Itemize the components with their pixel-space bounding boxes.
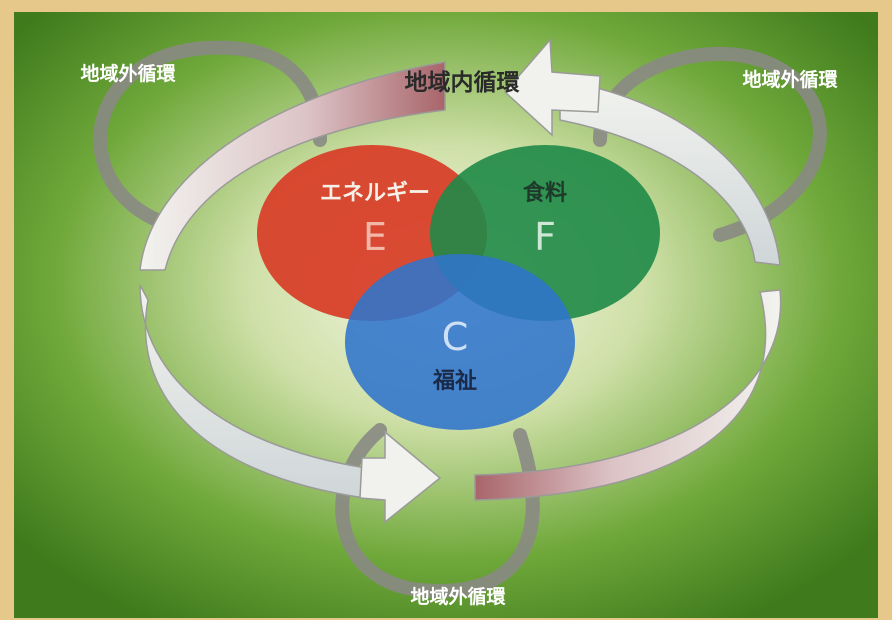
outer-cycle-label-bottom: 地域外循環 bbox=[410, 585, 506, 608]
welfare-letter: C bbox=[442, 315, 469, 359]
inner-arrow-top-left-band bbox=[139, 61, 446, 271]
food-letter: F bbox=[534, 215, 556, 259]
outer-loop-top-left bbox=[93, 40, 327, 232]
inner-arrow-head-top bbox=[503, 38, 601, 137]
venn-circles bbox=[257, 145, 660, 430]
energy-letter: E bbox=[363, 215, 387, 259]
food-label: 食料 bbox=[523, 180, 567, 206]
inner-arrow-right-lower-band bbox=[474, 289, 782, 501]
energy-label: エネルギー bbox=[320, 181, 430, 206]
inner-cycle-label: 地域内循環 bbox=[405, 69, 521, 96]
welfare-label: 福祉 bbox=[432, 369, 477, 394]
outer-cycle-label-top-right: 地域外循環 bbox=[742, 68, 838, 91]
outer-loop-top-right bbox=[593, 46, 827, 242]
inner-arrow-head-bottom bbox=[359, 430, 442, 524]
outer-cycle-label-top-left: 地域外循環 bbox=[80, 62, 176, 85]
circle-welfare bbox=[345, 254, 575, 430]
inner-cycle-arrows bbox=[139, 38, 782, 524]
